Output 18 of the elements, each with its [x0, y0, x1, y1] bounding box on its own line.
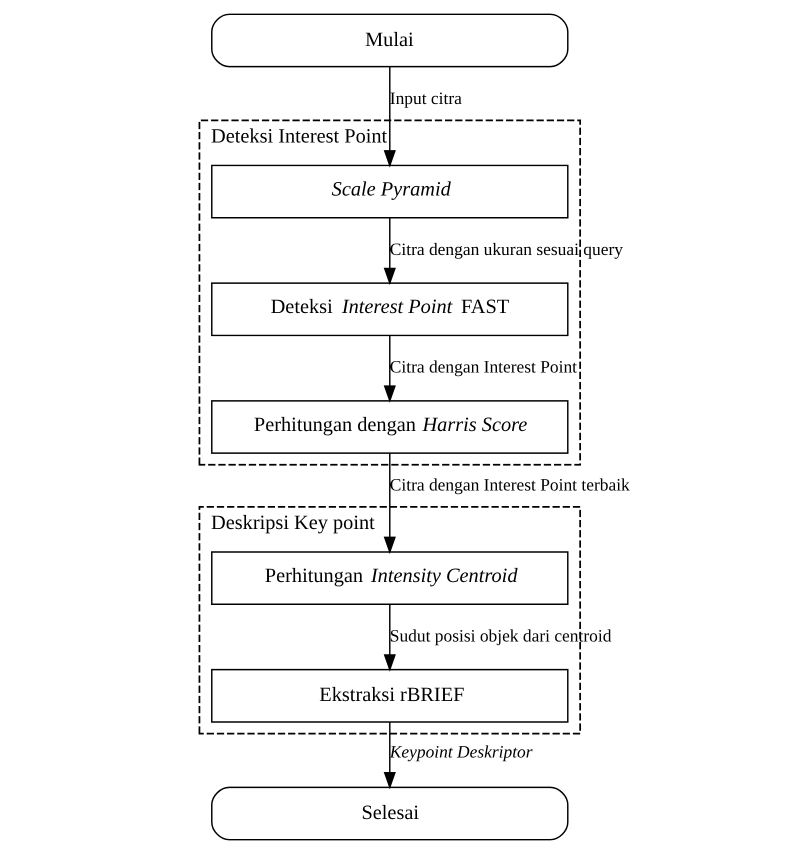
arrow: [383, 218, 396, 286]
arrow: [383, 67, 396, 168]
edge-label: Citra dengan ukuran sesuai query: [389, 238, 622, 259]
edge-label: Citra dengan Interest Point terbaik: [389, 474, 630, 494]
node-box: Scale Pyramid: [210, 164, 568, 218]
node-box: Ekstraksi rBRIEF: [210, 668, 568, 723]
edge-label: Keypoint Deskriptor: [389, 742, 532, 762]
node-box: Perhitungan dengan Harris Score: [210, 400, 568, 454]
node-box: Selesai: [210, 786, 568, 840]
arrow: [383, 604, 396, 672]
node-box: Deteksi Interest Point FAST: [210, 282, 568, 336]
edge-label: Input citra: [389, 88, 462, 108]
arrow: [383, 722, 396, 790]
edge-label: Citra dengan Interest Point: [389, 356, 577, 377]
arrow: [383, 336, 396, 403]
arrow: [383, 454, 396, 554]
node-box: Perhitungan Intensity Centroid: [210, 551, 568, 605]
node-box: Mulai: [210, 14, 568, 68]
